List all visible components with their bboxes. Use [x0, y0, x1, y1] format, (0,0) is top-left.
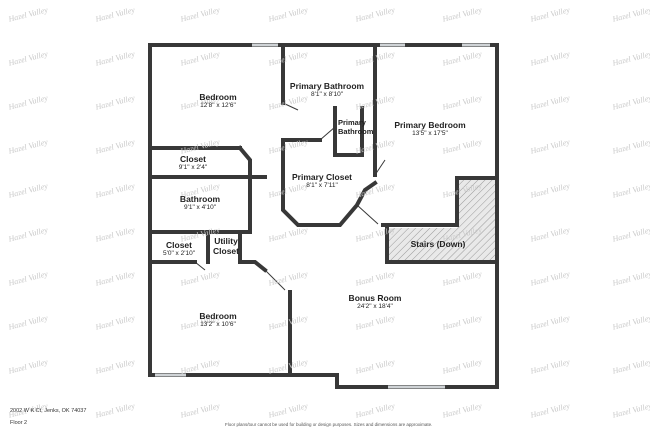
room-bedroom-lower: Bedroom 13'2" x 10'6": [199, 311, 236, 329]
room-name: Bedroom: [199, 92, 237, 102]
room-bonus-room: Bonus Room 24'2" x 18'4": [349, 293, 402, 311]
room-name: Bedroom: [199, 311, 237, 321]
room-primary-bathroom-small: Primary Bathroom: [338, 118, 374, 136]
room-primary-bedroom: Primary Bedroom 13'5" x 17'5": [394, 120, 465, 138]
room-primary-closet: Primary Closet 8'1" x 7'11": [292, 172, 352, 190]
room-name: Stairs (Down): [410, 239, 466, 249]
room-name: Closet: [180, 154, 206, 164]
room-dims: 8'1" x 7'11": [306, 182, 338, 189]
room-dims: 9'1" x 4'10": [183, 204, 217, 211]
wall-small-bath: [333, 106, 364, 157]
address-text: 2002 W K Ct, Jenks, OK 74037: [10, 408, 87, 414]
room-bedroom-upper: Bedroom 12'8" x 12'6": [199, 92, 236, 110]
stairs-hatch: [387, 180, 497, 260]
outer-wall: [148, 43, 499, 389]
floor-label: Floor 2: [10, 420, 28, 426]
room-bathroom: Bathroom 9'1" x 4'10": [180, 194, 220, 212]
room-name: Primary Closet: [292, 172, 352, 182]
room-dims: 9'1" x 2'4": [178, 164, 208, 171]
room-utility-closet: Utility Closet: [213, 236, 239, 256]
disclaimer-text: Floor plans/tour cannot be used for buil…: [225, 422, 433, 427]
room-name: Primary Bedroom: [394, 120, 466, 130]
wall-primary-closet: [281, 138, 378, 227]
room-dims: 13'5" x 17'5": [412, 130, 448, 137]
wall-stairs-bottom: [385, 223, 499, 264]
room-closet-upper: Closet 9'1" x 2'4": [179, 154, 207, 172]
room-dims: 12'8" x 12'6": [200, 102, 236, 109]
room-closet-lower: Closet 5'0" x 2'10": [163, 240, 195, 258]
room-dims: 13'2" x 10'6": [200, 321, 236, 328]
wall-stairs: [381, 176, 499, 227]
room-stairs: Stairs (Down): [411, 239, 466, 249]
room-dims: 24'2" x 18'4": [357, 303, 393, 310]
wall-bedroom-lower-corner: [238, 260, 268, 273]
wall-bathroom: [148, 175, 252, 234]
room-primary-bathroom: Primary Bathroom 8'1" x 8'10": [290, 81, 364, 99]
room-dims: 8'1" x 8'10": [310, 91, 344, 98]
room-name: Bathroom: [179, 194, 221, 204]
room-name: Primary Bathroom: [289, 81, 365, 91]
room-name: Bonus Room: [348, 293, 402, 303]
wall-closet-upper: [237, 145, 252, 177]
room-name: Closet: [166, 240, 192, 250]
room-dims: 5'0" x 2'10": [162, 250, 196, 257]
